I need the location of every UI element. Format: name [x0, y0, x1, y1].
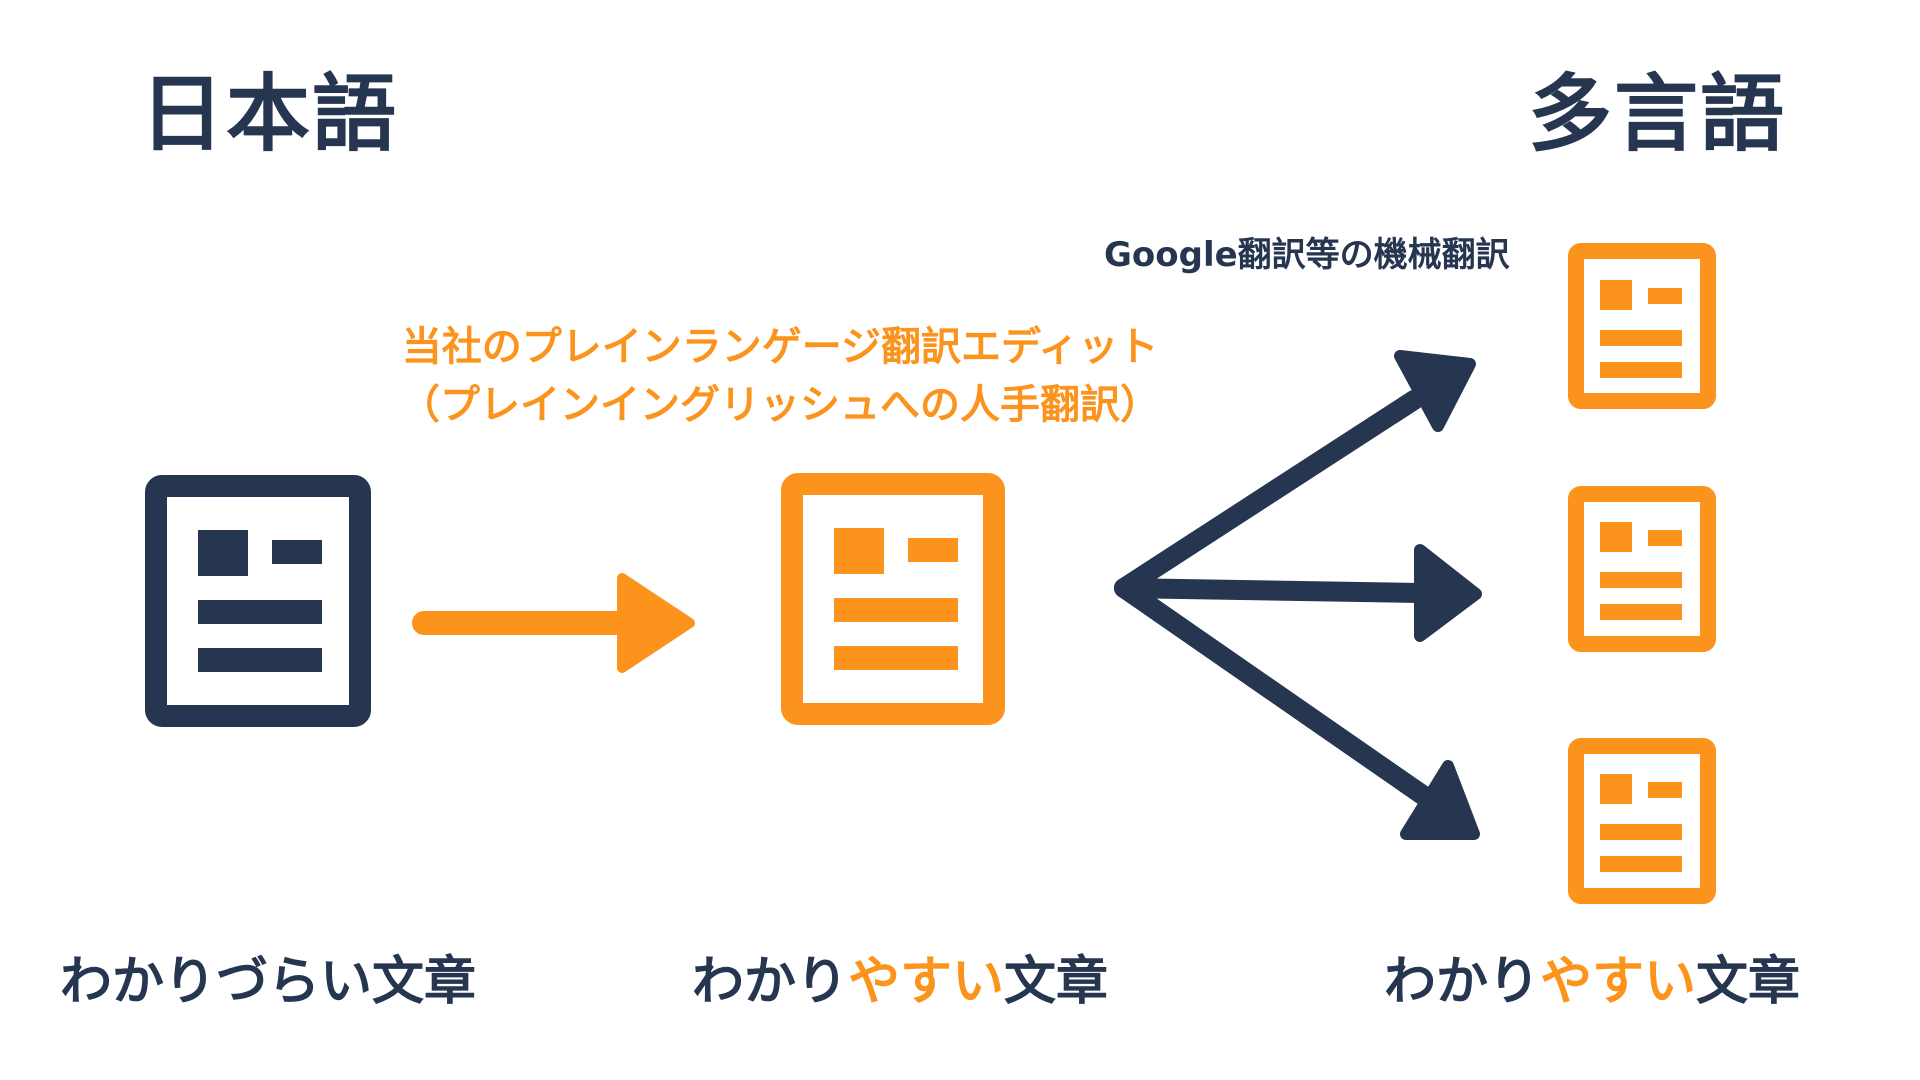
caption-easy-to-understand-right: わかりやすい文章: [1384, 956, 1800, 1008]
arrow-right-icon: [412, 573, 695, 673]
caption-suffix: 文章: [1004, 952, 1109, 1012]
caption-easy-to-understand-middle: わかりやすい文章: [692, 956, 1108, 1008]
translated-document-icon-middle: [1568, 486, 1716, 652]
translated-document-icon-bottom: [1568, 738, 1716, 904]
caption-hard-to-understand: わかりづらい文章: [60, 952, 477, 1012]
arrow-up-right-icon: [1114, 350, 1476, 598]
source-document-icon: [145, 475, 371, 727]
caption-suffix: 文章: [1696, 952, 1801, 1012]
editor-label-line2: （プレインイングリッシュへの人手翻訳）: [400, 382, 1160, 428]
edited-document-icon: [781, 473, 1005, 725]
caption-prefix: わかり: [1384, 952, 1541, 1012]
caption-prefix: わかり: [692, 952, 849, 1012]
caption-highlight: やすい: [848, 952, 1005, 1012]
machine-translation-label: Google翻訳等の機械翻訳: [1104, 235, 1510, 275]
arrow-down-right-icon: [1114, 578, 1480, 840]
translated-document-icon-top: [1568, 243, 1716, 409]
source-language-heading: 日本語: [140, 65, 399, 163]
arrow-right-icon: [1114, 544, 1482, 642]
editor-label: 当社のプレインランゲージ翻訳エディット （プレインイングリッシュへの人手翻訳）: [360, 318, 1200, 434]
target-language-heading: 多言語: [1528, 65, 1787, 163]
editor-label-line1: 当社のプレインランゲージ翻訳エディット: [401, 324, 1159, 370]
caption-highlight: やすい: [1540, 952, 1697, 1012]
